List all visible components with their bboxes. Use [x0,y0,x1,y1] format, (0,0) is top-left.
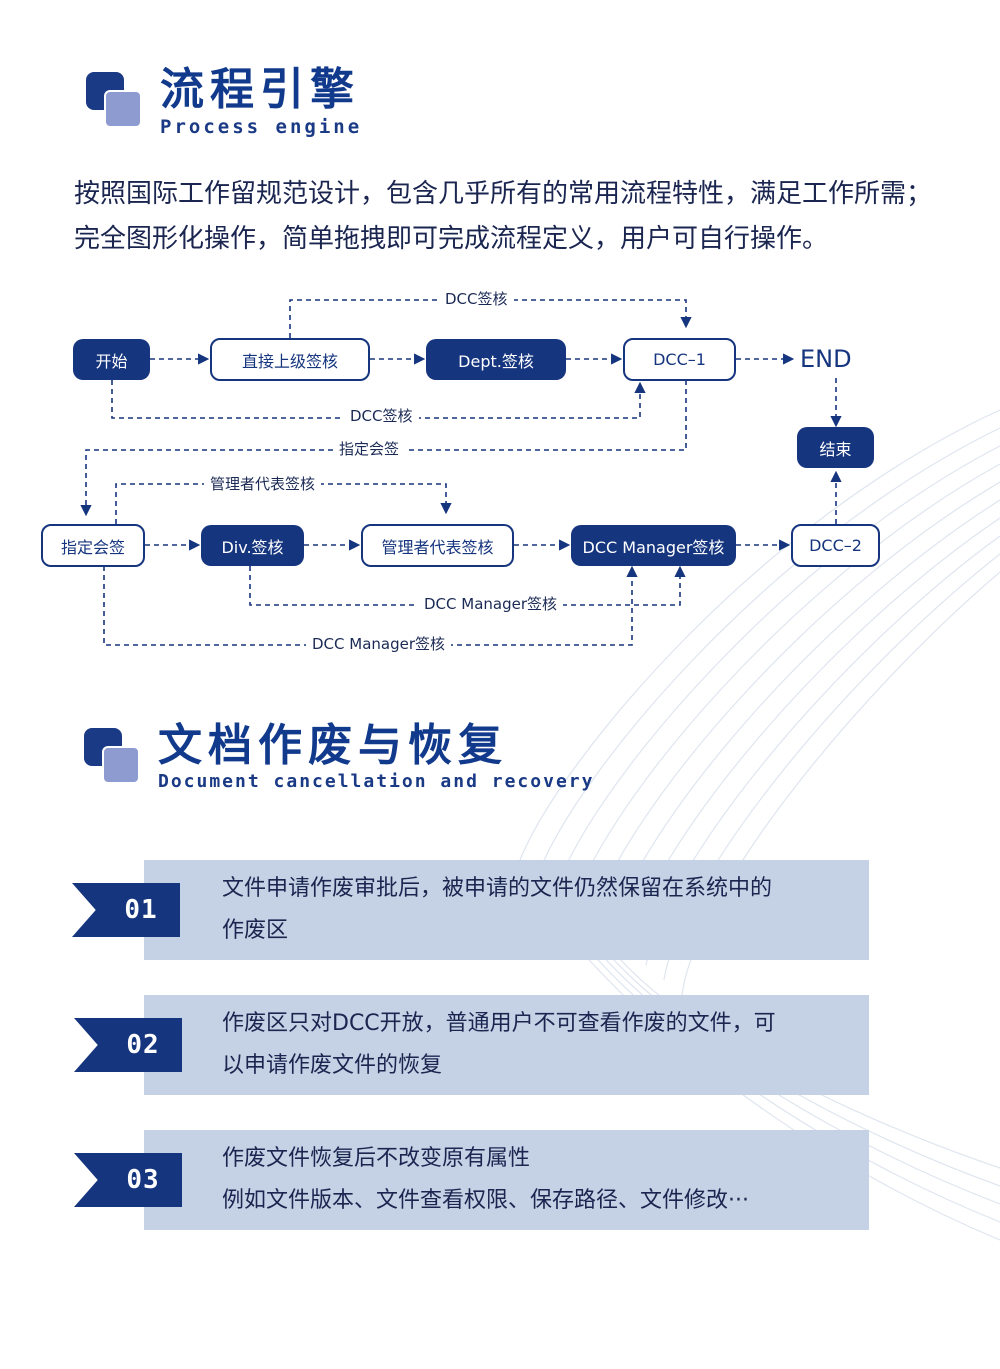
label-dcc-manager-sign-1: DCC Manager签核 [418,595,564,613]
intro-paragraph: 按照国际工作留规范设计，包含几乎所有的常用流程特性，满足工作所需；完全图形化操作… [74,179,933,254]
label-assigned-countersign: 指定会签 [333,440,406,458]
item-number-badge: 01 [72,883,180,937]
list-item-line: 作废区 [222,918,289,943]
label-dcc-manager-sign-2: DCC Manager签核 [306,635,452,653]
list-item-text: 文件申请作废审批后，被申请的文件仍然保留在系统中的 作废区 [222,868,842,952]
list-item-bar [144,995,869,1095]
list-item-line: 作废区只对DCC开放，普通用户不可查看作废的文件，可 [222,1011,776,1036]
list-item-line: 例如文件版本、文件查看权限、保存路径、文件修改··· [222,1188,749,1213]
node-dcc-2: DCC–2 [791,524,880,567]
label-dcc-sign-mid: DCC签核 [344,407,419,425]
item-number: 02 [126,1030,160,1060]
node-direct-supervisor-sign: 直接上级签核 [210,338,370,381]
list-item-text: 作废文件恢复后不改变原有属性 例如文件版本、文件查看权限、保存路径、文件修改··… [222,1138,842,1222]
node-div-sign: Div.签核 [201,525,304,566]
node-finish: 结束 [797,427,874,468]
label-dcc-sign-top: DCC签核 [439,290,514,308]
list-item-text: 作废区只对DCC开放，普通用户不可查看作废的文件，可 以申请作废文件的恢复 [222,1003,842,1087]
list-item-line: 文件申请作废审批后，被申请的文件仍然保留在系统中的 [222,876,773,901]
node-assigned-countersign: 指定会签 [41,524,145,567]
node-end: END [800,345,852,373]
section-title-document-cancellation: 文档作废与恢复 [158,720,508,771]
section-subtitle-process-engine: Process engine [160,116,363,138]
section-icon [84,728,140,784]
list-item-bar [144,860,869,960]
item-number: 01 [124,895,158,925]
node-manager-rep-sign: 管理者代表签核 [361,524,514,567]
section-subtitle-document-cancellation: Document cancellation and recovery [158,771,595,792]
label-manager-rep-sign: 管理者代表签核 [204,475,322,493]
node-dcc-1: DCC–1 [623,338,736,381]
process-flow-diagram: 开始 直接上级签核 Dept.签核 DCC–1 END 结束 指定会签 Div.… [0,280,1000,670]
item-number: 03 [126,1165,160,1195]
node-dept-sign: Dept.签核 [426,339,566,380]
node-start: 开始 [73,339,150,380]
list-item-line: 作废文件恢复后不改变原有属性 [222,1146,531,1171]
list-item-line: 以申请作废文件的恢复 [222,1053,443,1078]
list-item-bar [144,1130,869,1230]
section-icon [86,72,142,128]
node-dcc-manager-sign: DCC Manager签核 [571,525,736,566]
section-title-process-engine: 流程引擎 [160,64,360,115]
